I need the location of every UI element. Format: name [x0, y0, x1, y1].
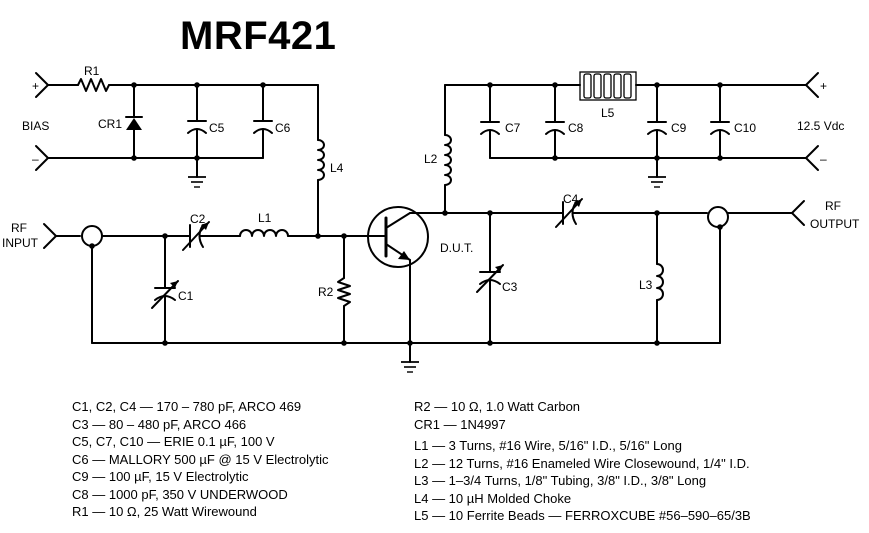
coax-output: [707, 206, 793, 344]
rf-input-label-1: RF: [11, 221, 27, 235]
ferrite-beads-l5: L5: [579, 71, 637, 120]
diagram-title: MRF421: [180, 14, 337, 58]
vdc-minus-sign: –: [820, 152, 827, 166]
capacitor-c8: C8: [545, 84, 584, 161]
c2-label: C2: [190, 212, 206, 226]
transistor-dut: D.U.T.: [367, 206, 473, 344]
diode-cr1: CR1: [98, 82, 143, 161]
bias-minus-terminal: –: [32, 145, 264, 171]
dut-label: D.U.T.: [440, 241, 473, 255]
ground-rail: [91, 340, 721, 373]
c6-label: C6: [275, 121, 291, 135]
bias-label: BIAS: [22, 119, 49, 133]
capacitor-c2: C2: [182, 212, 241, 251]
vdc-plus-sign: +: [820, 79, 827, 93]
l4-label: L4: [330, 161, 344, 175]
bias-minus-sign: –: [32, 152, 39, 166]
parts-list-item: CR1 — 1N4997: [414, 416, 506, 432]
inductor-l3: L3: [639, 212, 664, 346]
inductor-l2: L2: [424, 84, 452, 216]
l3-label: L3: [639, 278, 653, 292]
cr1-label: CR1: [98, 117, 122, 131]
parts-list-item: C6 — MALLORY 500 µF @ 15 V Electrolytic: [72, 451, 329, 467]
l2-label: L2: [424, 152, 438, 166]
ground-bias: [188, 157, 206, 188]
capacitor-c7: C7: [480, 84, 521, 159]
parts-list-item: C5, C7, C10 — ERIE 0.1 µF, 100 V: [72, 434, 275, 449]
l1-label: L1: [258, 211, 272, 225]
parts-list-item: C9 — 100 µF, 15 V Electrolytic: [72, 469, 249, 484]
rf-input-terminal: RF INPUT: [2, 221, 81, 250]
rf-input-label-2: INPUT: [2, 236, 39, 250]
vdc-label: 12.5 Vdc: [797, 119, 844, 133]
l5-label: L5: [601, 106, 615, 120]
parts-list-item: L2 — 12 Turns, #16 Enameled Wire Closewo…: [414, 455, 750, 471]
capacitor-c5: C5: [187, 82, 225, 161]
r1-label: R1: [84, 64, 100, 78]
parts-list-item: L3 — 1–3/4 Turns, 1/8" Tubing, 3/8" I.D.…: [414, 473, 707, 488]
coax-input: [81, 225, 191, 344]
vdc-terminals: + – 12.5 Vdc: [797, 72, 844, 171]
capacitor-c1: C1: [151, 233, 194, 346]
parts-list-item: R2 — 10 Ω, 1.0 Watt Carbon: [414, 399, 581, 414]
parts-list-item: L5 — 10 Ferrite Beads — FERROXCUBE #56–5…: [414, 508, 751, 523]
capacitor-c3: C3: [476, 212, 518, 346]
parts-list-item: R1 — 10 Ω, 25 Watt Wirewound: [72, 504, 257, 519]
parts-list-item: L1 — 3 Turns, #16 Wire, 5/16" I.D., 5/16…: [414, 438, 682, 453]
inductor-l4: L4: [317, 84, 344, 237]
parts-list-item: C1, C2, C4 — 170 – 780 pF, ARCO 469: [72, 399, 302, 414]
capacitor-c6: C6: [253, 82, 291, 159]
bias-plus-sign: +: [32, 79, 39, 93]
c7-label: C7: [505, 121, 521, 135]
parts-list-item: C8 — 1000 pF, 350 V UNDERWOOD: [72, 486, 288, 502]
c5-label: C5: [209, 121, 225, 135]
resistor-r2: R2: [318, 235, 351, 346]
capacitor-c9: C9: [647, 84, 687, 161]
rf-output-label-1: RF: [825, 199, 841, 213]
parts-list-item: L4 — 10 µH Molded Choke: [414, 490, 572, 506]
c9-label: C9: [671, 121, 687, 135]
capacitor-c10: C10: [710, 84, 756, 161]
bias-plus-terminal: +: [32, 72, 79, 98]
parts-list-right: R2 — 10 Ω, 1.0 Watt Carbon CR1 — 1N4997 …: [414, 398, 751, 525]
resistor-r1: R1: [77, 64, 319, 92]
inductor-l1: L1: [239, 211, 369, 239]
supply-top-wire: [444, 82, 807, 88]
c8-label: C8: [568, 121, 584, 135]
c10-label: C10: [734, 121, 756, 135]
output-line: [444, 210, 708, 216]
c3-label: C3: [502, 280, 518, 294]
supply-return-wire: [489, 157, 807, 188]
parts-list-left: C1, C2, C4 — 170 – 780 pF, ARCO 469 C3 —…: [72, 398, 328, 521]
capacitor-c4: C4: [555, 192, 584, 228]
rf-output-terminal: RF OUTPUT: [791, 199, 860, 231]
parts-list-item: C3 — 80 – 480 pF, ARCO 466: [72, 416, 247, 432]
r2-label: R2: [318, 285, 334, 299]
c4-label: C4: [563, 192, 579, 206]
c1-label: C1: [178, 289, 194, 303]
rf-output-label-2: OUTPUT: [810, 217, 860, 231]
